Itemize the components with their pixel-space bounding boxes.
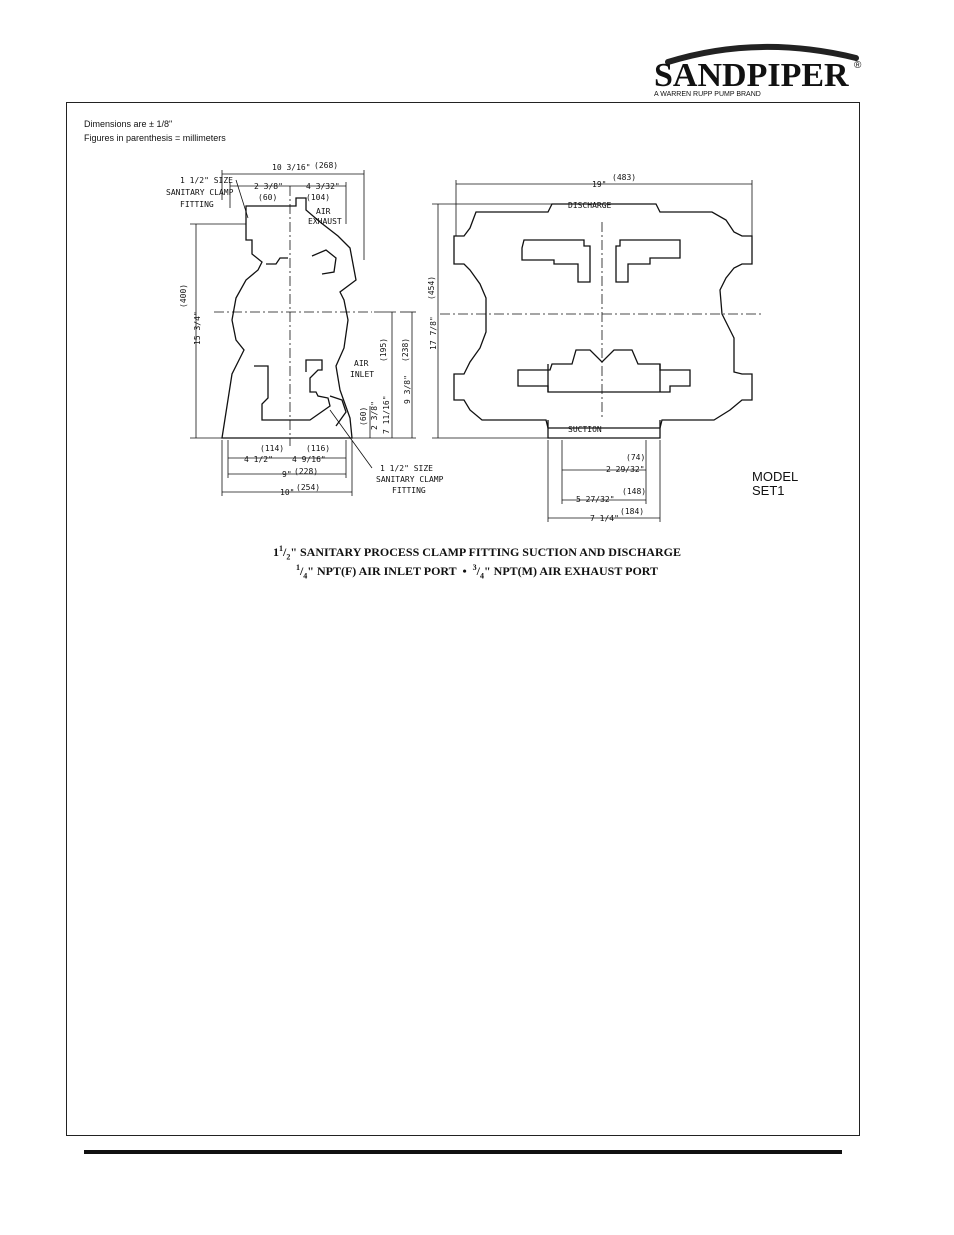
model-label: MODEL SET1: [752, 470, 798, 498]
fitting-bottom-line2: SANITARY CLAMP: [376, 475, 444, 484]
inlet-height-dim: 7 11/16": [382, 395, 391, 434]
inlet-total-dim: 9 3/8": [403, 375, 412, 404]
drawing-frame: [66, 102, 860, 1136]
caption-line2-a-num: 1: [295, 563, 300, 572]
overall-depth-mm: (268): [314, 161, 338, 170]
fitting-bottom-line1: 1 1/2" SIZE: [380, 464, 433, 473]
footer-rule: [84, 1150, 842, 1154]
registered-mark: ®: [854, 60, 862, 71]
tolerance-note: Dimensions are ± 1/8": [84, 119, 173, 129]
top-left-dim: 2 3/8": [254, 182, 283, 191]
front-width-dim: 19": [592, 180, 606, 189]
caption-line2-b-den: 4: [480, 571, 484, 581]
base-left-dim: 4 1/2": [244, 455, 273, 464]
brand-tagline: A WARREN RUPP PUMP BRAND: [654, 91, 761, 98]
top-right-dim: 4 3/32": [306, 182, 340, 191]
brand-name: SANDPIPER: [654, 57, 849, 94]
caption-line2-b-text: " NPT(M) AIR EXHAUST PORT: [484, 564, 659, 578]
top-right-dim-mm: (104): [306, 193, 330, 202]
caption-line1: 11/2" SANITARY PROCESS CLAMP FITTING SUC…: [273, 544, 681, 562]
fitting-top-line1: 1 1/2" SIZE: [180, 176, 233, 185]
port-span-dim-mm: (148): [622, 487, 646, 496]
base-mid-dim: 9": [282, 470, 292, 479]
sandpiper-logo: SANDPIPER ® A WARREN RUPP PUMP BRAND: [654, 43, 862, 98]
caption-line1-frac-den: 2: [286, 552, 291, 562]
base-width-dim-mm: (184): [620, 507, 644, 516]
front-height-dim: 17 7/8": [429, 316, 438, 350]
units-note: Figures in parenthesis = millimeters: [84, 133, 226, 143]
base-right-dim: 4 9/16": [292, 455, 326, 464]
top-left-dim-mm: (60): [258, 193, 277, 202]
model-label-line1: MODEL: [752, 469, 799, 484]
caption-line2-a-den: 4: [303, 571, 308, 581]
bottom-height-dim-mm: (60): [359, 407, 368, 426]
base-total-dim: 10": [280, 488, 294, 497]
side-view-outline: [221, 197, 357, 439]
port-offset-dim: 2 29/32": [606, 465, 645, 474]
air-exhaust-line1: AIR: [316, 207, 331, 216]
port-offset-dim-mm: (74): [626, 453, 645, 462]
base-width-dim: 7 1/4": [590, 514, 619, 523]
front-view-outline: [453, 203, 753, 439]
discharge-label: DISCHARGE: [568, 201, 612, 210]
caption-line2-a-text: " NPT(F) AIR INLET PORT •: [307, 564, 473, 578]
caption-line1-whole: 1: [273, 545, 279, 559]
height-dim-mm: (400): [179, 284, 188, 308]
suction-label: SUCTION: [568, 425, 602, 434]
fitting-top-line2: SANITARY CLAMP: [166, 188, 234, 197]
height-dim: 15 3/4": [193, 311, 202, 345]
fitting-top-line3: FITTING: [180, 200, 214, 209]
caption-line1-text: " SANITARY PROCESS CLAMP FITTING SUCTION…: [290, 545, 681, 559]
air-inlet-line1: AIR: [354, 359, 369, 368]
front-width-dim-mm: (483): [612, 173, 636, 182]
overall-depth: 10 3/16": [272, 163, 311, 172]
air-exhaust-line2: EXHAUST: [308, 217, 342, 226]
base-left-dim-mm: (114): [260, 444, 284, 453]
base-right-dim-mm: (116): [306, 444, 330, 453]
air-inlet-line2: INLET: [350, 370, 374, 379]
front-height-dim-mm: (454): [427, 276, 436, 300]
caption-line2-b-num: 3: [472, 563, 477, 572]
port-span-dim: 5 27/32": [576, 495, 615, 504]
model-code: SET1: [752, 483, 785, 498]
caption-line1-frac-num: 1: [279, 544, 283, 553]
base-total-dim-mm: (254): [296, 483, 320, 492]
dimension-notes: Dimensions are ± 1/8" Figures in parenth…: [84, 117, 226, 145]
base-mid-dim-mm: (228): [294, 467, 318, 476]
caption-line2: 1/4" NPT(F) AIR INLET PORT • 3/4" NPT(M)…: [295, 563, 659, 581]
fitting-bottom-line3: FITTING: [392, 486, 426, 495]
inlet-total-dim-mm: (238): [401, 338, 410, 362]
inlet-height-dim-mm: (195): [379, 338, 388, 362]
bottom-height-dim: 2 3/8": [370, 401, 379, 430]
